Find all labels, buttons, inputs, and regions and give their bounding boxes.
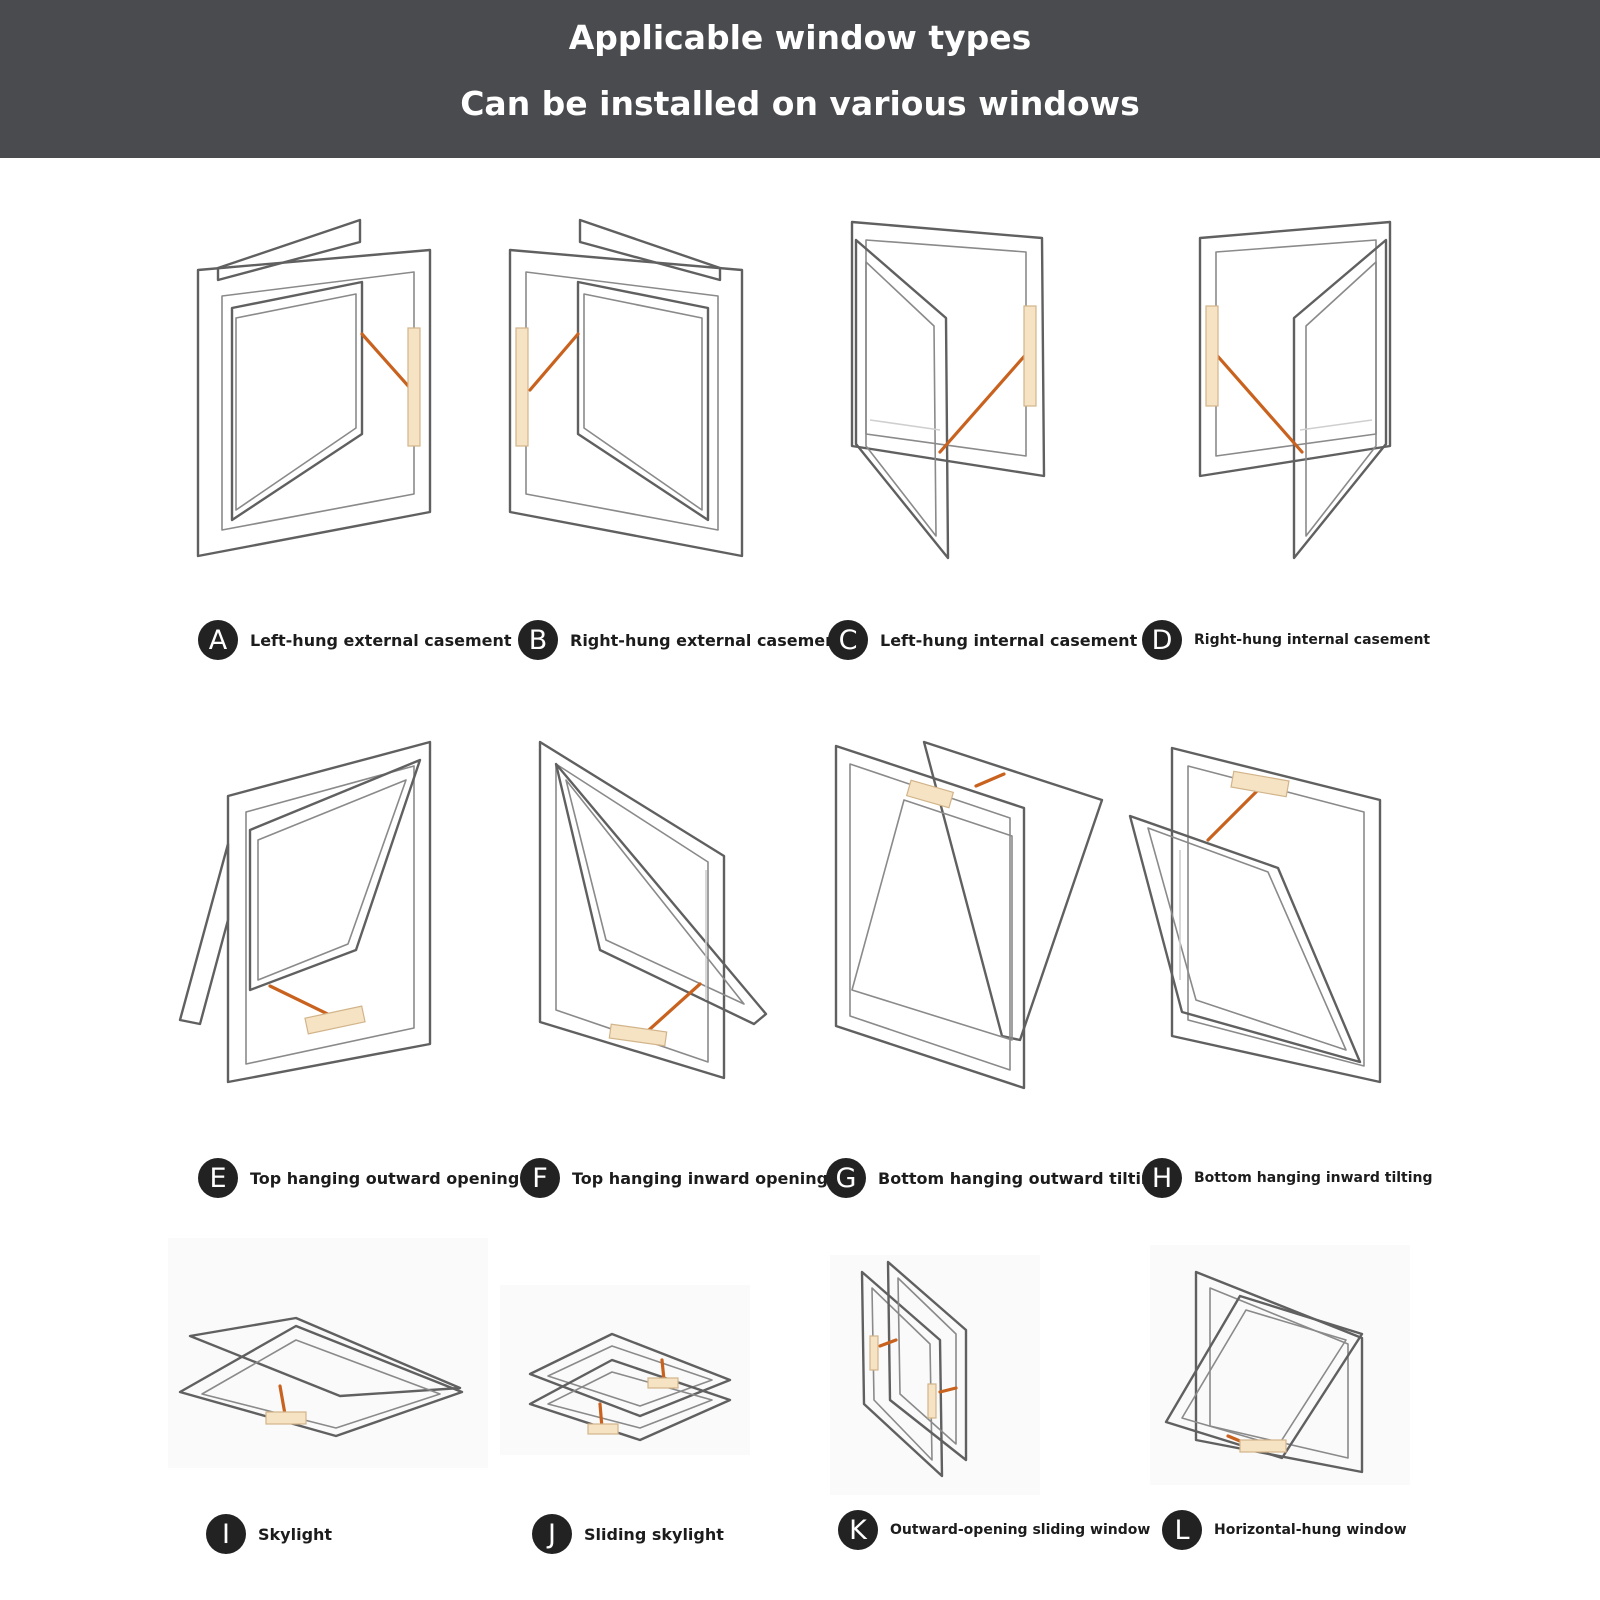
illustration-e-top-hung-outward — [178, 740, 432, 1084]
page-subtitle: Can be installed on various windows — [460, 84, 1140, 123]
badge-e: E — [198, 1158, 238, 1198]
label-e-text: Top hanging outward opening — [250, 1168, 520, 1188]
illustration-d-right-hung-internal — [1198, 220, 1392, 560]
label-c: C Left-hung internal casement — [828, 620, 1137, 660]
badge-a: A — [198, 620, 238, 660]
label-b-text: Right-hung external casement — [570, 630, 845, 650]
illustration-h-bottom-hung-inward — [1128, 746, 1382, 1084]
badge-g: G — [826, 1158, 866, 1198]
label-l: L Horizontal-hung window — [1162, 1510, 1407, 1550]
badge-f: F — [520, 1158, 560, 1198]
label-g: G Bottom hanging outward tilting — [826, 1158, 1164, 1198]
label-g-text: Bottom hanging outward tilting — [878, 1168, 1164, 1188]
label-d: D Right-hung internal casement — [1142, 620, 1430, 660]
illustration-i-skylight — [178, 1316, 464, 1438]
label-f-text: Top hanging inward opening — [572, 1168, 829, 1188]
header-banner: Applicable window types Can be installed… — [0, 0, 1600, 158]
label-b: B Right-hung external casement — [518, 620, 844, 660]
illustration-j-sliding-skylight — [528, 1332, 732, 1442]
skylight-backdrop — [168, 1238, 488, 1468]
badge-d: D — [1142, 620, 1182, 660]
badge-i: I — [206, 1514, 246, 1554]
label-i: I Skylight — [206, 1514, 332, 1554]
label-h-text: Bottom hanging inward tilting — [1194, 1170, 1433, 1186]
illustration-b-right-hung-external — [508, 218, 744, 558]
label-d-text: Right-hung internal casement — [1194, 632, 1431, 648]
illustration-l-horizontal-hung — [1164, 1270, 1364, 1474]
label-i-text: Skylight — [258, 1524, 333, 1544]
page-title: Applicable window types — [568, 18, 1032, 57]
label-l-text: Horizontal-hung window — [1214, 1522, 1407, 1538]
label-k-text: Outward-opening sliding window — [890, 1522, 1151, 1538]
illustration-k-outward-sliding — [860, 1260, 968, 1478]
label-a: A Left-hung external casement — [198, 620, 512, 660]
illustration-g-bottom-hung-outward — [834, 740, 1104, 1090]
label-e: E Top hanging outward opening — [198, 1158, 519, 1198]
label-f: F Top hanging inward opening — [520, 1158, 828, 1198]
sliding-skylight-backdrop — [500, 1285, 750, 1455]
illustration-f-top-hung-inward — [538, 740, 768, 1080]
badge-j: J — [532, 1514, 572, 1554]
label-c-text: Left-hung internal casement — [880, 630, 1138, 650]
label-h: H Bottom hanging inward tilting — [1142, 1158, 1433, 1198]
label-k: K Outward-opening sliding window — [838, 1510, 1150, 1550]
label-j-text: Sliding skylight — [584, 1524, 724, 1544]
illustration-c-left-hung-internal — [850, 220, 1046, 560]
sliding-window-backdrop — [830, 1255, 1040, 1495]
badge-l: L — [1162, 1510, 1202, 1550]
label-a-text: Left-hung external casement — [250, 630, 512, 650]
badge-c: C — [828, 620, 868, 660]
badge-h: H — [1142, 1158, 1182, 1198]
badge-k: K — [838, 1510, 878, 1550]
badge-b: B — [518, 620, 558, 660]
illustration-a-left-hung-external — [196, 218, 432, 558]
label-j: J Sliding skylight — [532, 1514, 724, 1554]
